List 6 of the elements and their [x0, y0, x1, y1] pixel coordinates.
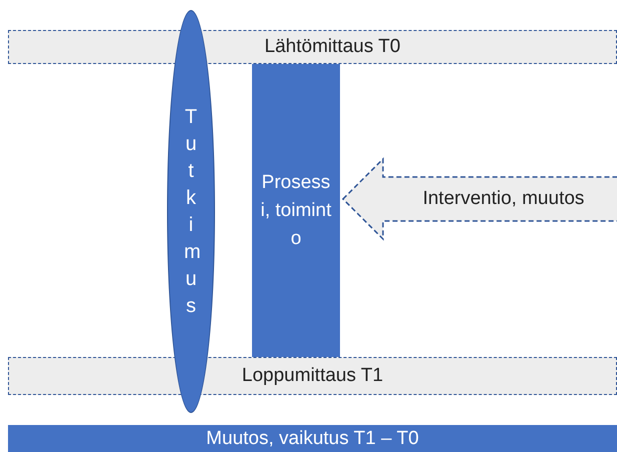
- intervention-arrow: Interventio, muutos: [340, 157, 617, 241]
- result-bar: Muutos, vaikutus T1 – T0: [8, 425, 617, 452]
- measurement-band: Lähtömittaus T0: [8, 30, 617, 64]
- measurement-band: Loppumittaus T1: [8, 357, 617, 395]
- study-ellipse: Tutkimus: [167, 10, 215, 413]
- process-box: Prosessi, toiminto: [252, 64, 340, 357]
